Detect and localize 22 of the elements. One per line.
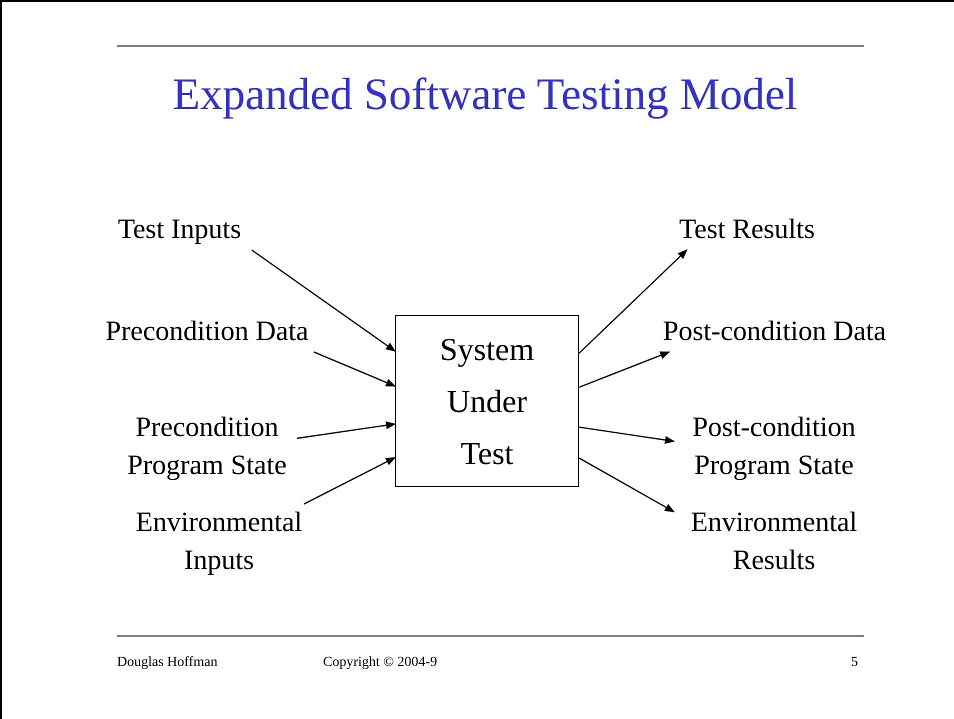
slide-title: Expanded Software Testing Model [172, 68, 798, 121]
flow-label: Post-condition Program State [674, 409, 874, 485]
page-number: 5 [851, 654, 858, 672]
arrow [296, 421, 396, 439]
arrow [578, 351, 670, 388]
flow-label: Post-condition Data [642, 312, 907, 352]
flow-label: Precondition Data [87, 312, 327, 352]
arrow [314, 351, 396, 387]
arrow [578, 426, 675, 444]
flow-label: Precondition Program State [117, 409, 297, 485]
copyright-notice: Copyright © 2004-9 [323, 654, 438, 672]
flow-label: Environmental Results [674, 504, 874, 580]
arrow [578, 249, 688, 354]
flow-label: Test Results [662, 210, 832, 250]
author-name: Douglas Hoffman [117, 654, 218, 672]
arrow [251, 249, 396, 352]
arrow [304, 457, 396, 505]
flow-label: Environmental Inputs [130, 504, 308, 580]
flow-label: Test Inputs [102, 210, 257, 250]
box-label: System Under Test [438, 330, 536, 473]
arrow [578, 457, 675, 512]
process-box [395, 315, 579, 487]
